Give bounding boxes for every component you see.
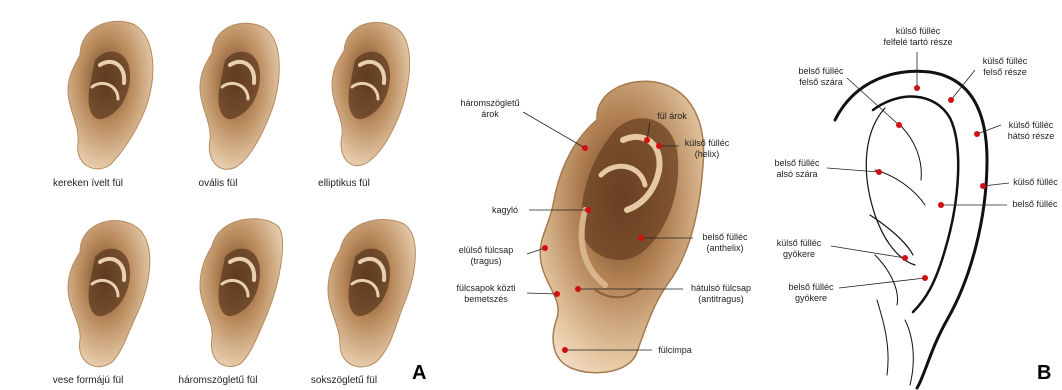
marker-helix: [656, 143, 662, 149]
caption-elliptic-ear: elliptikus fül: [284, 178, 404, 189]
label-concha: kagyló: [475, 205, 535, 216]
label-helix: külső fülléc: [1009, 177, 1062, 188]
marker-scapha: [644, 137, 650, 143]
caption-polygonal-ear: sokszögletű fül: [284, 375, 404, 386]
marker-anthelix-root: [922, 275, 928, 281]
ear-oval: [200, 23, 279, 169]
marker-anthelix-superior: [896, 122, 902, 128]
panel-b-tag: B: [1037, 362, 1051, 385]
ear-anatomy-illustration: [445, 0, 765, 390]
ear-elliptic: [332, 22, 410, 165]
marker-notch: [554, 291, 560, 297]
marker-antitragus: [575, 286, 581, 292]
marker-helix: [980, 183, 986, 189]
ear-round: [68, 21, 153, 169]
caption-triangular-ear: háromszögletű fül: [158, 375, 278, 386]
label-antitragus: hátulsó fülcsap(antitragus): [683, 283, 759, 305]
marker-tragus: [542, 245, 548, 251]
marker-anthelix: [938, 202, 944, 208]
label-tragus: elülső fülcsap(tragus): [445, 245, 527, 267]
label-earlobe: fülcimpa: [650, 345, 700, 356]
panel-a-tag: A: [412, 362, 426, 385]
marker-helix-ascending: [914, 85, 920, 91]
lineart-markers: [876, 85, 986, 281]
caption-oval-ear: ovális fül: [158, 178, 278, 189]
marker-earlobe: [562, 347, 568, 353]
ear-polygonal: [328, 220, 415, 367]
anatomical-ear: [540, 81, 703, 372]
ear-shapes-panel: kereken ívelt fül ovális fül elliptikus …: [0, 0, 445, 390]
ear-kidney: [68, 221, 150, 367]
caption-kidney-ear: vese formájú fül: [28, 375, 148, 386]
ear-shapes-illustration: [0, 0, 445, 390]
marker-anthelix-inferior: [876, 169, 882, 175]
marker-helix-posterior: [974, 131, 980, 137]
ear-triangular: [200, 219, 283, 367]
ear-outline: [835, 71, 987, 388]
marker-fossa: [582, 145, 588, 151]
label-anthelix: belső fülléc: [1008, 199, 1062, 210]
label-scapha: fül árok: [627, 111, 717, 122]
caption-round-ear: kereken ívelt fül: [28, 178, 148, 189]
marker-concha: [585, 207, 591, 213]
marker-helix-upper: [948, 97, 954, 103]
label-anthelix: belső fülléc(anthelix): [693, 232, 757, 254]
marker-anthelix: [638, 235, 644, 241]
label-helix: külső fülléc(helix): [677, 138, 737, 160]
marker-helix-root: [902, 255, 908, 261]
